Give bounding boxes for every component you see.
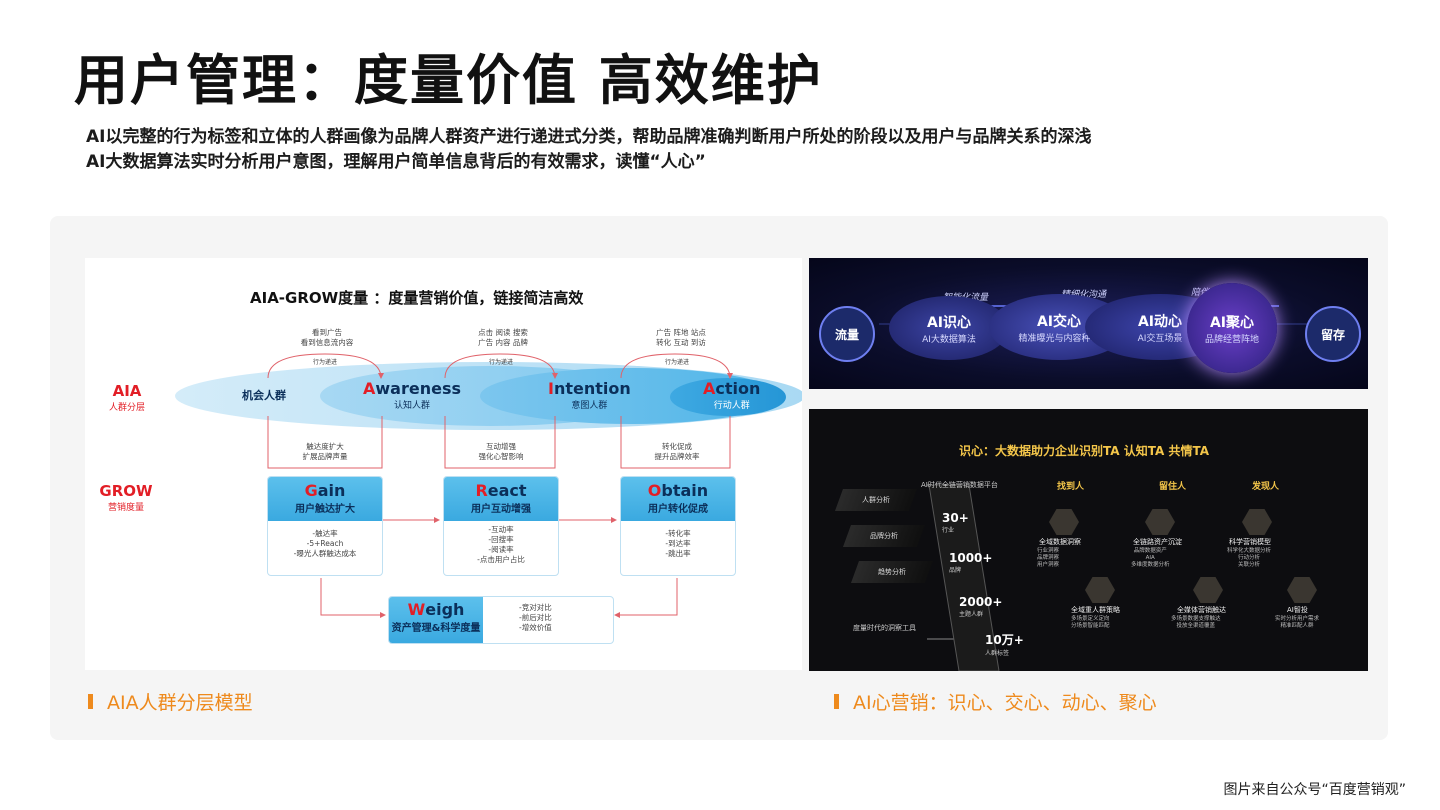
cell-1-sub: 行业洞察 品牌洞察 用户洞察 bbox=[1037, 548, 1060, 568]
mid-note-3: 转化促成 提升品牌效率 bbox=[654, 442, 700, 461]
aia-ellipses bbox=[175, 353, 802, 618]
bubble-ai-gather: AI聚心品牌经营阵地 bbox=[1187, 283, 1277, 373]
column-keep: 留住人 bbox=[1159, 482, 1187, 492]
side-tab-3: 趋势分析 bbox=[850, 561, 934, 583]
grow-side-label: GROW 营销度量 bbox=[99, 482, 153, 513]
aia-side-label: AIA 人群分层 bbox=[108, 382, 145, 413]
mid-note-1: 触达度扩大 扩展品牌声量 bbox=[302, 442, 348, 461]
column-discover: 发现人 bbox=[1252, 482, 1280, 492]
stage-awareness: Awareness 认知人群 bbox=[363, 379, 461, 411]
retention-node: 留存 bbox=[1305, 306, 1361, 362]
subtitle-line-1: AI以完整的行为标签和立体的人群画像为品牌人群资产进行递进式分类，帮助品牌准确判… bbox=[86, 127, 1092, 147]
arrow-note-2: 行为递进 bbox=[488, 359, 513, 366]
recognition-panel: 识心：大数据助力企业识别TA 认知TA 共情TA AI时代全链营销数据平台 度量… bbox=[809, 409, 1368, 671]
top-note-3: 广告 阵地 站点 转化 互动 到访 bbox=[656, 328, 706, 347]
cell-1-title: 全域数据洞察 bbox=[1039, 538, 1081, 546]
cell-6-sub: 实时分析用户需求 精准匹配人群 bbox=[1275, 616, 1320, 629]
stat-brands: 1000+品牌 bbox=[949, 551, 993, 574]
cell-5-title: 全媒体营销触达 bbox=[1177, 606, 1226, 614]
recognition-headline: 识心：大数据助力企业识别TA 认知TA 共情TA bbox=[959, 444, 1209, 458]
stat-tags: 10万+人群标签 bbox=[985, 633, 1024, 657]
cell-4-title: 全域重人群策略 bbox=[1071, 606, 1120, 614]
right-caption: AI心营销：识心、交心、动心、聚心 bbox=[834, 688, 1157, 715]
top-note-1: 看到广告 看到信息流内容 bbox=[300, 328, 354, 347]
flow-label-2: 精细化沟通 bbox=[1061, 290, 1107, 300]
aia-grow-diagram: AIA-GROW度量 ：度量营销价值，链接简洁高效 AIA 人群分层 bbox=[85, 258, 802, 670]
cell-3-title: 科学营销模型 bbox=[1229, 538, 1271, 546]
side-tab-2: 品牌分析 bbox=[842, 525, 926, 547]
stat-audiences: 2000+主题人群 bbox=[959, 595, 1003, 618]
diagram-title: AIA-GROW度量 ：度量营销价值，链接简洁高效 bbox=[250, 289, 584, 307]
caption-marker-icon bbox=[88, 694, 93, 709]
column-find: 找到人 bbox=[1057, 482, 1085, 492]
stage-opportunity: 机会人群 bbox=[242, 389, 286, 402]
caption-marker-icon bbox=[834, 694, 839, 709]
cell-5-sub: 多场景数据支撑触达 投放全渠道覆盖 bbox=[1171, 616, 1221, 629]
arrow-note-1: 行为递进 bbox=[312, 359, 337, 366]
stage-intention: Intention 意图人群 bbox=[548, 379, 631, 411]
image-source-note: 图片来自公众号“百度营销观” bbox=[1223, 782, 1406, 798]
stage-action: Action 行动人群 bbox=[703, 379, 761, 411]
stat-industries: 30+行业 bbox=[942, 511, 969, 534]
tool-label: 度量时代的洞察工具 bbox=[853, 624, 916, 632]
top-note-2: 点击 阅读 搜索 广告 内容 品牌 bbox=[478, 328, 528, 347]
page-title: 用户管理：度量价值 高效维护 bbox=[74, 49, 823, 112]
platform-label: AI时代全链营销数据平台 bbox=[921, 481, 998, 489]
traffic-node: 流量 bbox=[819, 306, 875, 362]
cell-3-sub: 科学化大数据分析 行动分析 关联分析 bbox=[1227, 548, 1272, 568]
mid-note-2: 互动增强 强化心智影响 bbox=[478, 442, 524, 461]
cell-4-sub: 多场景定义定向 分场景智能匹配 bbox=[1071, 616, 1110, 629]
side-tab-1: 人群分析 bbox=[834, 489, 918, 511]
cell-6-title: AI智投 bbox=[1287, 606, 1308, 614]
cell-2-title: 全链路资产沉淀 bbox=[1133, 538, 1182, 546]
subtitle-line-2: AI大数据算法实时分析用户意图，理解用户简单信息背后的有效需求，读懂“人心” bbox=[86, 152, 706, 172]
left-caption: AIA人群分层模型 bbox=[88, 688, 253, 715]
arrow-note-3: 行为递进 bbox=[664, 359, 689, 366]
cell-2-sub: 品牌数据资产 AIA 多维度数据分析 bbox=[1131, 548, 1170, 568]
